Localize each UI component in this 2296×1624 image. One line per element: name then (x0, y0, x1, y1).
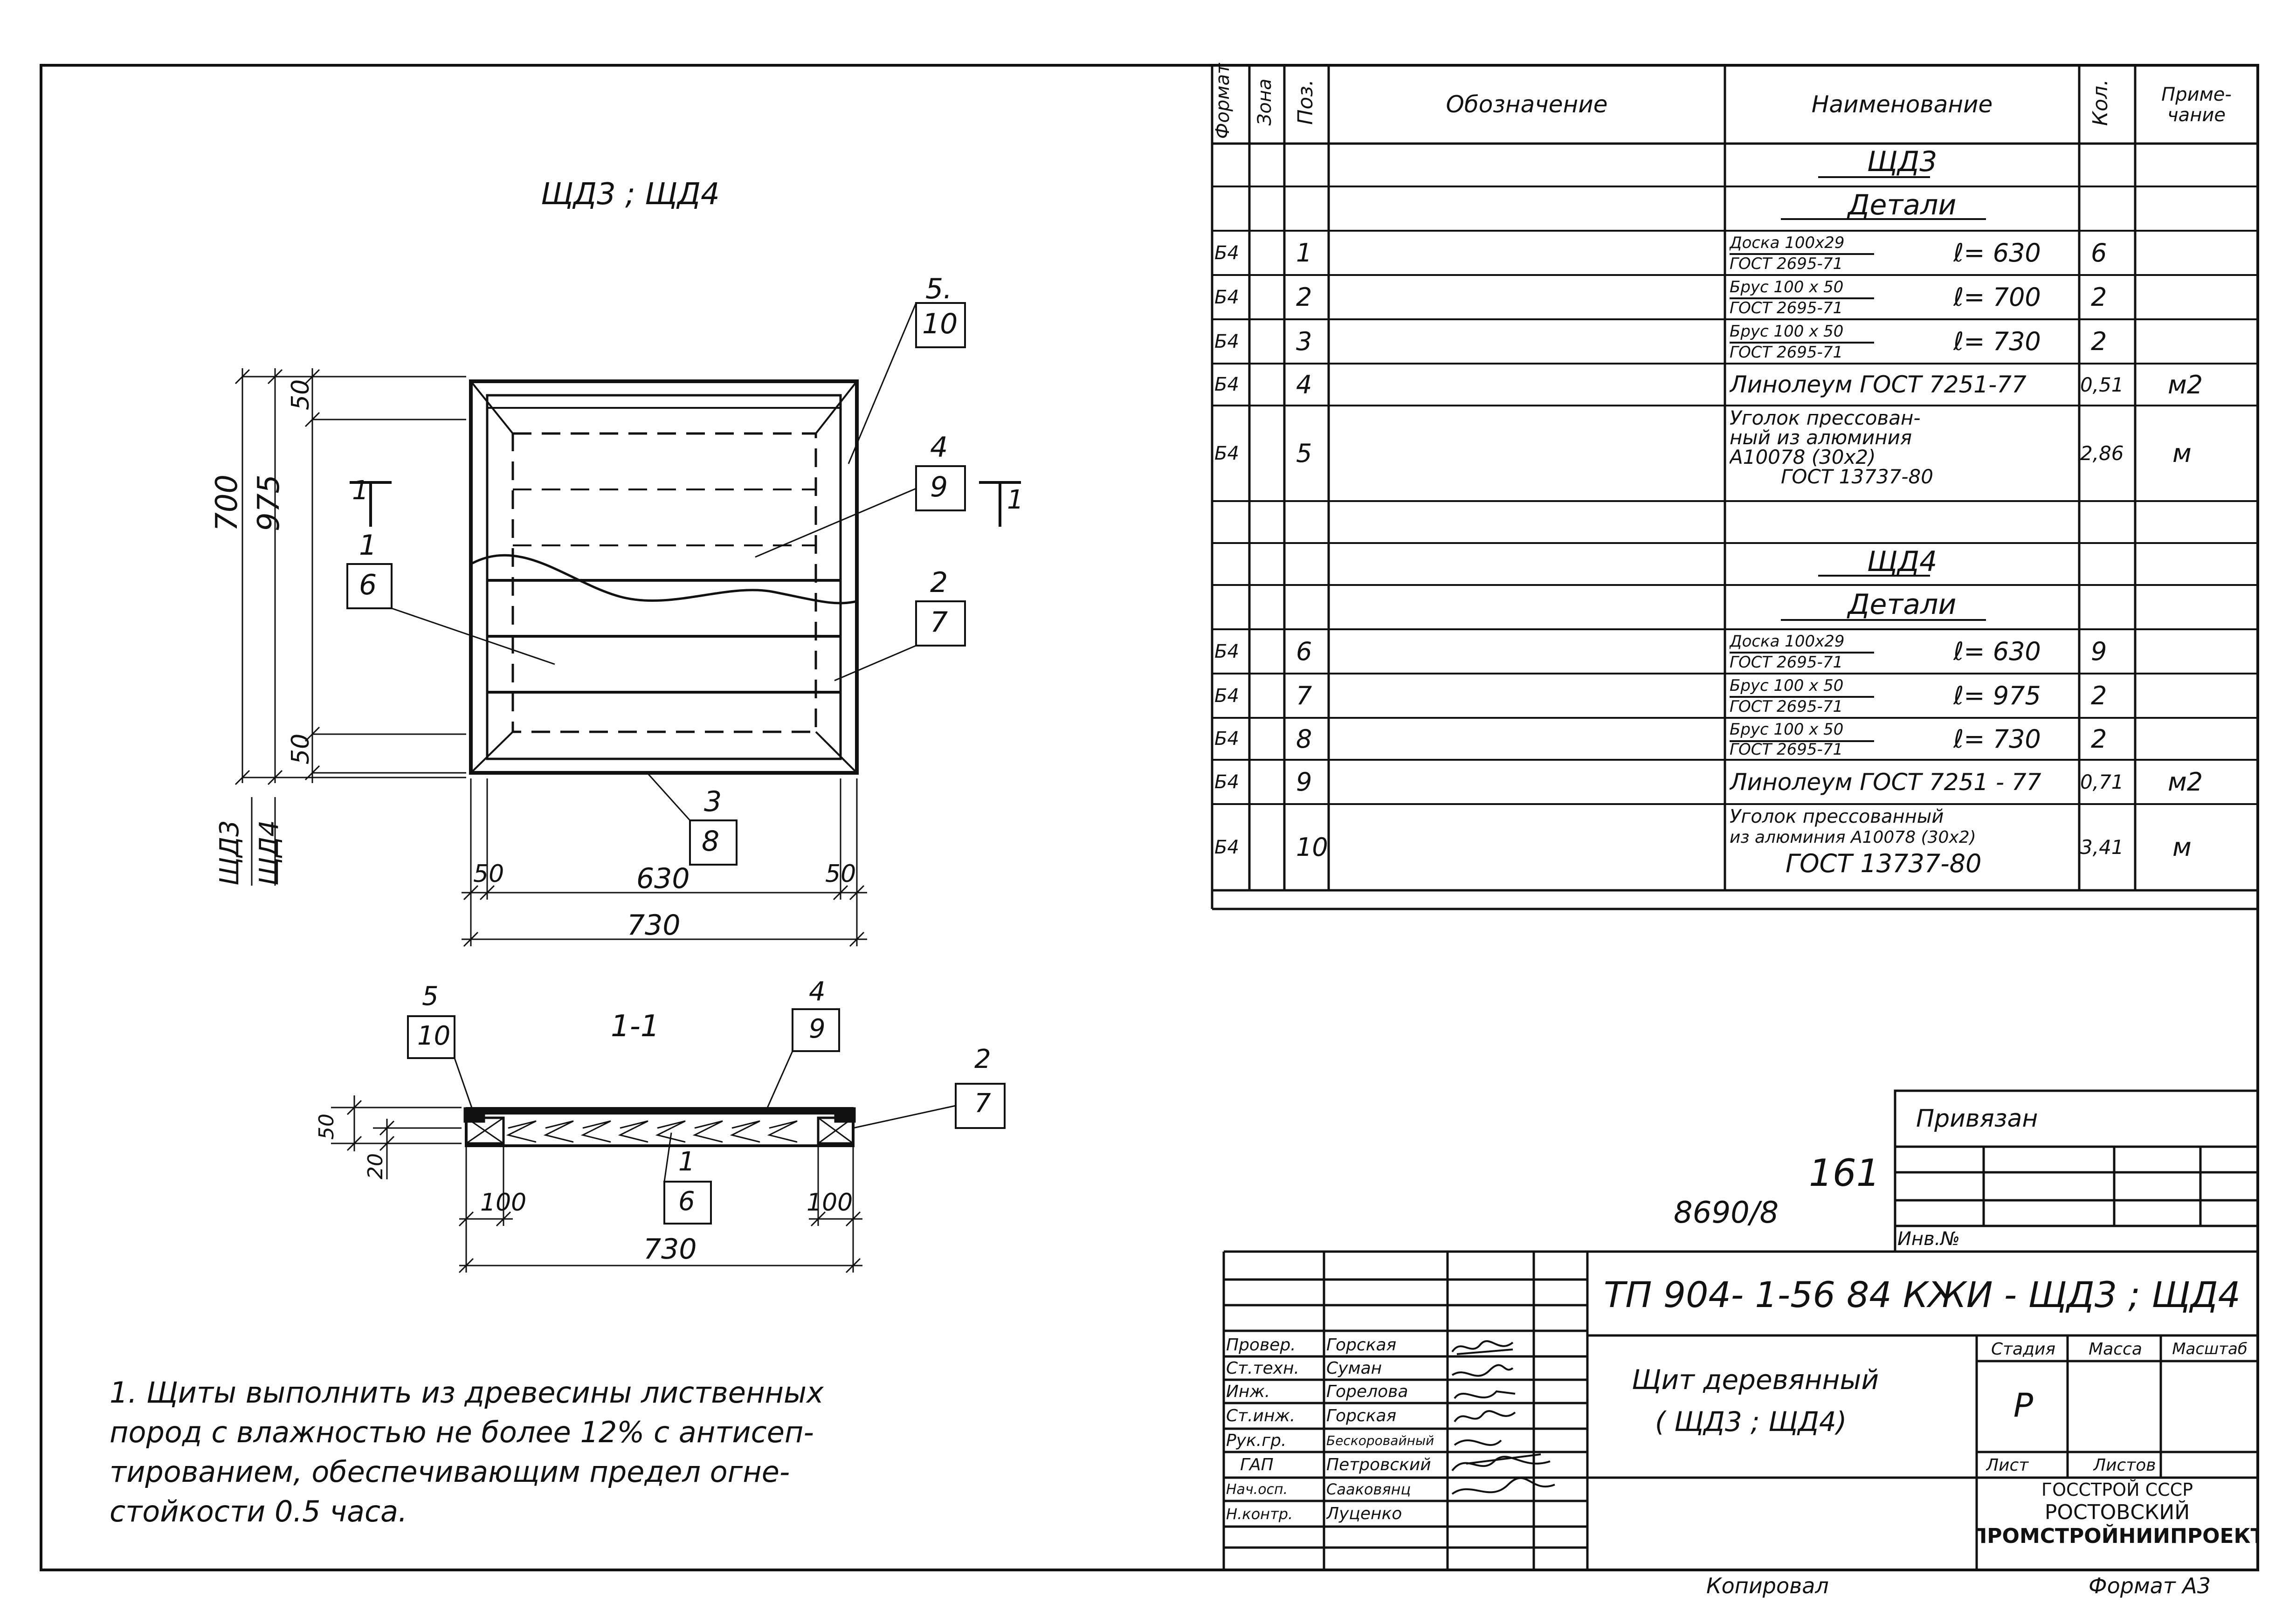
header-name: Наименование (1811, 91, 1993, 118)
sec-dim-730: 730 (643, 1233, 697, 1266)
note-line: стойкости 0.5 часа. (110, 1494, 407, 1528)
callout-5-top: 5. (925, 273, 952, 305)
callout-1-top: 1 (359, 529, 377, 562)
callout-2-top: 2 (930, 566, 948, 599)
callout-4-top: 4 (930, 431, 948, 464)
header-note: Приме- чание (2161, 84, 2232, 126)
stamp-title-line2: ( ЩД3 ; ЩД4) (1655, 1406, 1847, 1438)
group1-subtitle: Детали (1848, 189, 1957, 221)
section-view (331, 1008, 1006, 1273)
stamp-org-2: РОСТОВСКИЙ (2044, 1500, 2190, 1524)
stamp-stage-value: Р (2013, 1386, 2034, 1424)
callout-1-bottom: 6 (359, 569, 377, 601)
stamp-document-code: ТП 904- 1-56 84 КЖИ - ЩД3 ; ЩД4 (1604, 1274, 2241, 1315)
note-line: 1. Щиты выполнить из древесины лиственны… (110, 1376, 824, 1410)
stamp-org-3: ПРОМСТРОЙНИИПРОЕКТ (1977, 1524, 2258, 1548)
stamp-8690: 8690/8 (1674, 1196, 1779, 1230)
note-line: тированием, обеспечивающим предел огне- (110, 1455, 790, 1489)
sec-dim-100-left: 100 (480, 1189, 527, 1217)
header-designation: Обозначение (1446, 91, 1608, 118)
stamp-sheet-label: Лист (1986, 1455, 2029, 1475)
section-mark-left: 1 (352, 475, 369, 506)
spec-table-grid (1211, 64, 2258, 910)
stamp-format: Формат А3 (2089, 1573, 2211, 1598)
stamp-org-1: ГОССТРОЙ СССР (2041, 1479, 2193, 1500)
group2-subtitle: Детали (1848, 588, 1957, 621)
note-line: пород с влажностью не более 12% с антисе… (110, 1415, 814, 1449)
spec-row-lines (1212, 186, 2258, 805)
height-label-shd3: ЩД3 (214, 820, 245, 886)
stamp-stage-label: Стадия (1991, 1339, 2056, 1359)
dim-630: 630 (636, 862, 690, 895)
sec-dim-100-right: 100 (807, 1189, 853, 1217)
sec-callout-4-bottom: 9 (809, 1014, 826, 1044)
height-label-shd4: ЩД4 (254, 820, 284, 886)
dim-50-bottom: 50 (287, 733, 315, 764)
section-mark-right: 1 (1007, 485, 1024, 515)
stamp-161: 161 (1809, 1151, 1880, 1195)
dim-700: 700 (210, 474, 244, 531)
stamp-title-line1: Щит деревянный (1632, 1364, 1879, 1396)
group2-title: ЩД4 (1867, 545, 1937, 578)
dim-50-right: 50 (825, 860, 856, 888)
stamp-sheets-label: Листов (2093, 1455, 2156, 1475)
dim-50-top: 50 (287, 379, 315, 410)
signatures (1451, 1340, 1555, 1495)
header-qty: Кол. (2089, 79, 2112, 126)
group1-title: ЩД3 (1867, 145, 1937, 178)
sec-dim-50: 50 (315, 1114, 338, 1140)
callout-3-top: 3 (704, 785, 722, 818)
sec-callout-1-bottom: 6 (678, 1186, 695, 1217)
header-format: Формат (1212, 63, 1234, 139)
callout-5-bottom: 10 (922, 308, 958, 340)
dim-975: 975 (252, 474, 286, 531)
sec-callout-2-top: 2 (974, 1044, 991, 1074)
stamp-scale-label: Масштаб (2172, 1340, 2248, 1358)
sec-callout-1-top: 1 (678, 1147, 695, 1177)
sec-callout-5-bottom: 10 (417, 1021, 451, 1051)
dim-730: 730 (627, 909, 681, 942)
drawing-title: ЩД3 ; ЩД4 (541, 177, 720, 212)
dim-50-left: 50 (473, 860, 504, 888)
sec-callout-4-top: 4 (809, 977, 826, 1007)
sec-dim-20: 20 (364, 1153, 387, 1179)
stamp-mass-label: Масса (2089, 1339, 2142, 1359)
stamp-privyazan: Привязан (1916, 1105, 2038, 1133)
stamp-inv-no: Инв.№ (1897, 1228, 1960, 1250)
header-pos: Поз. (1294, 79, 1317, 125)
callout-2-bottom: 7 (930, 606, 948, 639)
general-note: 1. Щиты выполнить из древесины лиственны… (110, 1373, 824, 1531)
title-block-grid (1222, 1089, 2259, 1570)
section-title: 1-1 (611, 1009, 660, 1044)
sec-callout-5-top: 5 (422, 981, 439, 1012)
stamp-copied: Копировал (1706, 1573, 1829, 1598)
callout-4-bottom: 9 (930, 471, 948, 503)
callout-3-bottom: 8 (702, 825, 720, 858)
plan-view (234, 302, 1021, 947)
sec-callout-2-bottom: 7 (974, 1088, 991, 1119)
header-zone: Зона (1254, 78, 1276, 126)
